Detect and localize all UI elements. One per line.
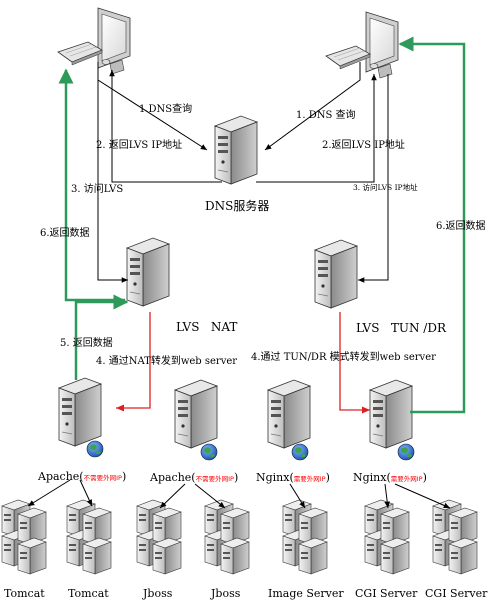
tomcat-server-stack-2-icon [66, 499, 112, 575]
apache-2-name: Apache( [149, 471, 196, 484]
nginx-2-close-paren: ) [423, 471, 427, 484]
backend-label-tomcat-2: Tomcat [68, 587, 109, 600]
left-access-lvs-arrow [97, 80, 128, 283]
left-flow-lines [97, 62, 222, 283]
tun-dr-forward-arrow [339, 312, 370, 414]
jboss-server-stack-2-icon [204, 499, 250, 575]
apache-2-close-paren: ) [234, 471, 238, 484]
nginx-1-close-paren: ) [326, 471, 330, 484]
forward-lines [116, 312, 370, 414]
jboss-server-stack-1-icon [136, 499, 182, 575]
client-computer-left-icon [57, 7, 131, 75]
left-step-3-label: 3. 访问LVS [71, 182, 123, 195]
cgi-server-stack-1-icon [364, 499, 410, 575]
lvs-nat-label: LVS NAT [176, 320, 237, 334]
right-access-lvs-arrow [358, 74, 389, 283]
nginx-2-server-icon [369, 379, 413, 449]
left-step-1-label: 1.DNS查询 [139, 102, 192, 115]
left-step-2-label: 2. 返回LVS IP地址 [96, 138, 182, 151]
right-dns-query-arrow [264, 62, 361, 151]
nginx-1-label: Nginx(需要外网IP) [256, 471, 330, 484]
right-step-6-label: 6.返回数据 [436, 219, 486, 232]
backend-label-image-server: Image Server [268, 587, 344, 600]
dr-return-to-client-arrow [398, 36, 466, 414]
lvs-tun-dr-server-icon [314, 239, 358, 309]
left-return-ip-arrow [109, 70, 222, 183]
right-step-3-label: 3. 访问LVS IP地址 [353, 182, 418, 192]
left-step-4-label: 4. 通过NAT转发到web server [96, 354, 237, 367]
apache-1-close-paren: ) [122, 470, 126, 483]
backend-lines [27, 479, 451, 509]
dns-server-icon [214, 115, 258, 185]
image-server-stack-icon [282, 499, 328, 575]
globe-icon [200, 443, 218, 461]
nginx-1-server-icon [267, 379, 311, 449]
nginx-1-note: 需要外网IP [294, 474, 326, 483]
apache-1-note: 不需要外网IP [84, 473, 122, 482]
nginx-1-name: Nginx( [256, 471, 294, 484]
right-step-2-label: 2.返回LVS IP地址 [322, 138, 405, 151]
nginx-2-label: Nginx(需要外网IP) [353, 471, 427, 484]
apache-2-server-icon [174, 379, 218, 449]
apache-2-note: 不需要外网IP [196, 474, 234, 483]
apache-2-label: Apache(不需要外网IP) [149, 471, 238, 484]
dns-server-label: DNS服务器 [205, 198, 269, 213]
globe-icon [291, 443, 309, 461]
globe-icon [86, 440, 104, 458]
backend-label-cgi-server-1: CGI Server [355, 587, 418, 600]
backend-label-jboss-1: Jboss [142, 587, 173, 600]
nat-return-to-lvs-arrow [74, 294, 129, 380]
right-step-4-label: 4.通过 TUN/DR 模式转发到web server [251, 350, 436, 363]
apache-1-server-icon [58, 377, 102, 447]
right-return-ip-arrow [256, 74, 377, 183]
lvs-nat-server-icon [126, 237, 170, 307]
right-flow-lines [256, 62, 389, 283]
nginx-2-name: Nginx( [353, 471, 391, 484]
return-lines [58, 36, 466, 414]
left-step-6-label: 6.返回数据 [40, 226, 90, 239]
backend-label-jboss-2: Jboss [210, 587, 241, 600]
cgi-server-stack-2-icon [432, 499, 478, 575]
apache-1-label: Apache(不需要外网IP) [37, 470, 126, 483]
apache-1-name: Apache( [37, 470, 84, 483]
nat-forward-arrow [116, 312, 151, 412]
backend-label-tomcat-1: Tomcat [4, 587, 45, 600]
lvs-tun-dr-label: LVS TUN /DR [356, 321, 447, 335]
globe-icon [397, 443, 415, 461]
backend-label-cgi-server-2: CGI Server [425, 587, 488, 600]
nginx-2-note: 需要外网IP [391, 474, 423, 483]
client-computer-right-icon [325, 11, 399, 79]
tomcat-server-stack-1-icon [1, 499, 47, 575]
nat-return-to-client-arrow [58, 68, 125, 302]
right-step-1-label: 1. DNS 查询 [296, 108, 356, 121]
left-step-5-label: 5. 返回数据 [60, 336, 113, 349]
